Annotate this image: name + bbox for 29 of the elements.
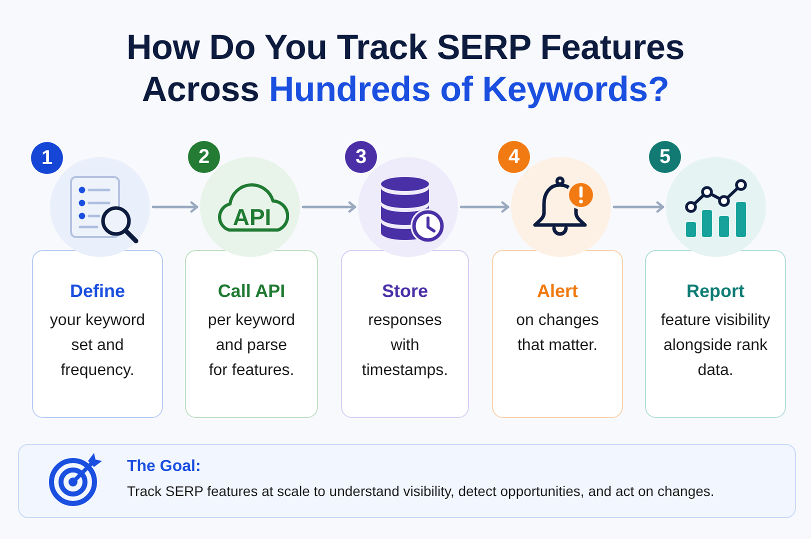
step-description: feature visibility alongside rank data.: [660, 311, 772, 381]
goal-panel: [18, 444, 796, 518]
step-card: [645, 250, 786, 418]
step-number: 4: [498, 141, 530, 173]
title: How Do You Track SERP Features Across Hundreds of Keywords?: [125, 27, 686, 111]
step-description: your keyword set and frequency.: [48, 311, 146, 381]
step-description: on changes that matter.: [515, 311, 600, 356]
cloud-label: API: [232, 204, 272, 230]
arrow: [302, 201, 356, 213]
step-card: [492, 250, 623, 418]
step-title: Call API: [218, 280, 286, 302]
arrow: [152, 201, 198, 213]
step-title: Store: [382, 280, 428, 302]
step-card: [341, 250, 469, 418]
arrow: [460, 201, 510, 213]
step-description: per keyword and parse for features.: [206, 311, 296, 381]
step-title: Define: [70, 280, 125, 302]
goal-heading: The Goal:: [127, 457, 201, 477]
arrow: [612, 201, 664, 213]
step-card: [185, 250, 318, 418]
step-description: responses with timestamps.: [360, 311, 450, 381]
step-number: 2: [188, 141, 220, 173]
goal-description: Track SERP features at scale to understand visibility, detect opportunities, and act on changes.: [127, 482, 714, 501]
step-card: [32, 250, 163, 418]
step-number: 5: [649, 141, 681, 173]
step-number: 1: [31, 142, 63, 174]
step-title: Report: [686, 280, 744, 302]
step-number: 3: [345, 141, 377, 173]
step-title: Alert: [536, 280, 578, 302]
